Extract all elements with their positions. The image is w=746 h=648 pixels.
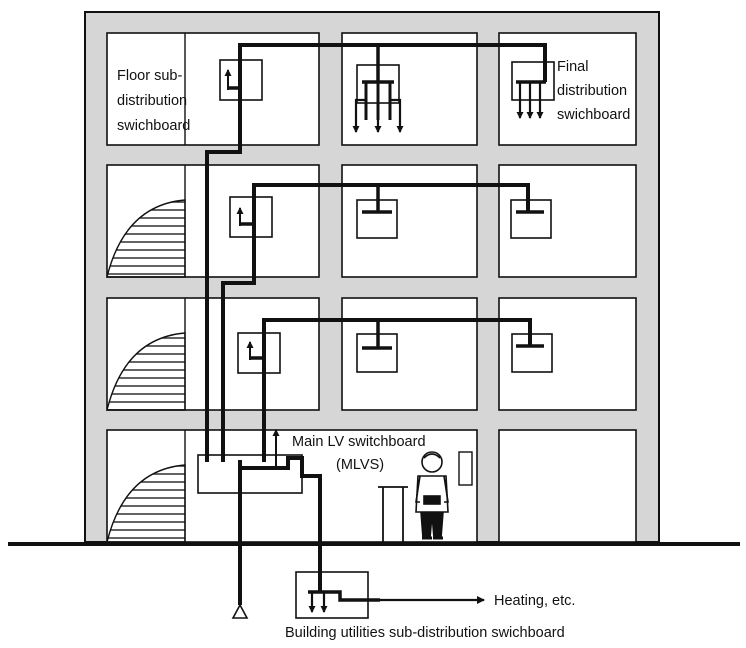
room-f2-mid	[341, 297, 478, 411]
supply-triangle	[231, 603, 249, 619]
label-final-line2: distribution	[557, 83, 627, 99]
floor-sub-boards	[219, 59, 281, 374]
room-f3-right	[498, 164, 637, 278]
floor-sub-board-f2	[237, 332, 281, 374]
floor-sub-board-f4	[219, 59, 263, 101]
worker-figure	[415, 451, 449, 540]
floor-sub-board-f3	[229, 196, 273, 238]
stairs-f3	[106, 199, 186, 278]
diagram-labels: Floor sub- distribution swichboard Final…	[117, 59, 630, 641]
utilities-board	[295, 571, 485, 619]
label-final-line1: Final	[557, 59, 588, 75]
staircase	[106, 199, 186, 543]
final-boards-lower	[356, 185, 553, 373]
riser-top-floor	[205, 43, 547, 462]
label-floor-sub-line1: Floor sub-	[117, 68, 182, 84]
room-f3-mid	[341, 164, 478, 278]
room-f4-left	[106, 32, 320, 146]
label-final-line3: swichboard	[557, 107, 630, 123]
riser-floor-2	[262, 318, 532, 462]
final-board-f2-right	[511, 333, 553, 373]
room-f4-mid	[341, 32, 478, 146]
room-f2-right	[498, 297, 637, 411]
room-f1-right	[498, 429, 637, 543]
final-boards-top	[352, 45, 555, 133]
riser-floor-3	[221, 183, 530, 462]
final-board-f3-right	[510, 199, 552, 239]
label-heating: Heating, etc.	[494, 593, 575, 609]
final-board-f4-right	[511, 61, 555, 101]
label-floor-sub-line2: distribution	[117, 93, 187, 109]
stairs-f1	[106, 464, 186, 543]
room-f4-right	[498, 32, 637, 146]
label-mlvs-line2: (MLVS)	[336, 457, 384, 473]
stairs-f2	[106, 332, 186, 411]
desk	[378, 486, 408, 542]
label-utilities: Building utilities sub-distribution swic…	[285, 625, 565, 641]
label-floor-sub-line3: swichboard	[117, 118, 190, 134]
wall-panel	[458, 451, 473, 486]
mlvs-box	[197, 454, 303, 494]
label-mlvs-line1: Main LV switchboard	[292, 434, 426, 450]
feeder-cables	[205, 43, 547, 605]
